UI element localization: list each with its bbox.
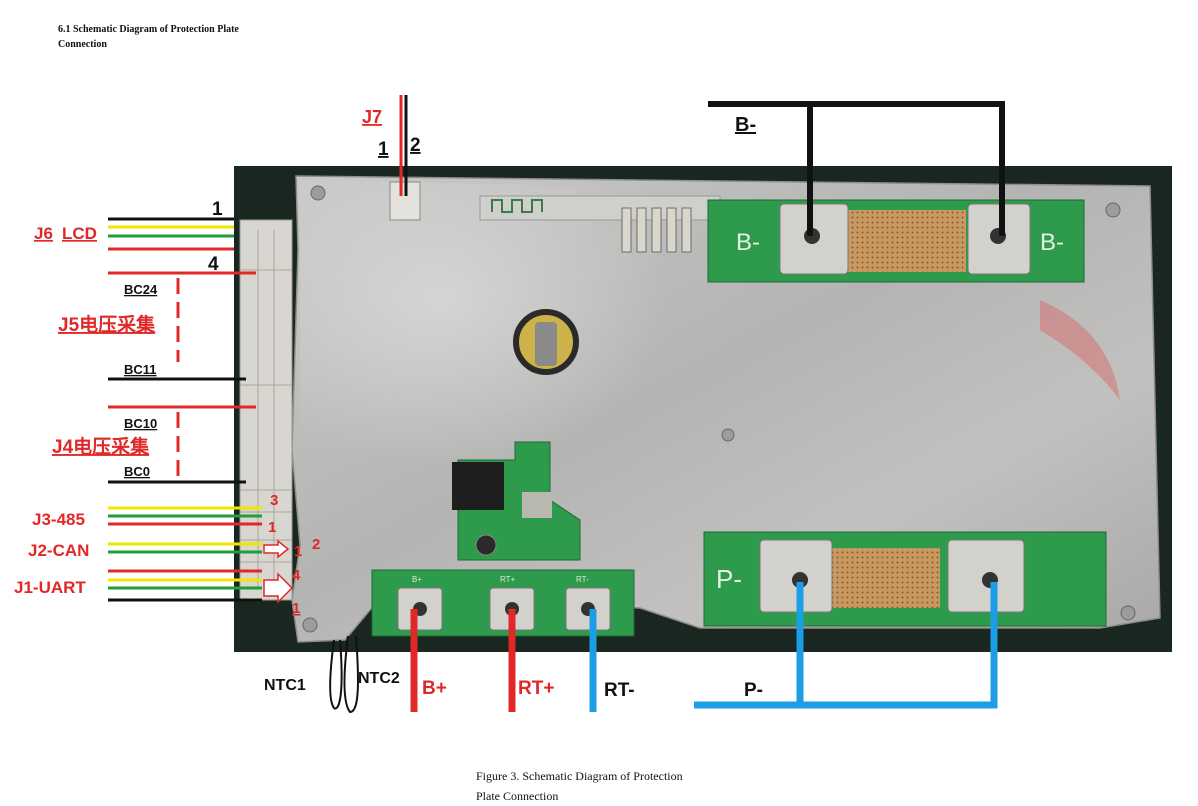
antenna-trace [491,199,543,213]
j2-arrow [263,539,290,559]
label-j6: J6 [34,224,53,243]
silk-b-minus-left: B- [736,229,760,256]
label-j7-pin1: 1 [378,139,389,160]
label-ntc2: NTC2 [358,670,400,687]
label-j1: J1-UART [14,578,86,597]
figure-caption: Figure 3. Schematic Diagram of Protectio… [476,766,683,806]
label-j3-pin3: 3 [270,492,278,509]
label-j4: J4电压采集 [52,435,150,458]
side-connector-housing [239,219,293,601]
label-j2-pin1: 1 [294,543,302,560]
label-p-minus: P- [744,680,763,701]
label-j1-pin1: 1 [292,600,300,617]
silk-rt-plus: RT+ [500,575,516,584]
p-minus-pad-array [832,548,940,608]
label-j6-pin1: 1 [212,199,223,220]
label-j6-lcd: LCD [62,224,97,243]
connector-ribs [240,230,292,590]
silk-p-minus: P- [716,564,742,594]
label-bc24: BC24 [124,282,158,297]
silk-rt-minus: RT- [576,575,589,584]
resistor-bank [621,207,692,253]
silk-b-plus: B+ [412,575,422,584]
label-j2-pin2: 2 [312,536,320,553]
screw-center [721,428,735,442]
label-bc10: BC10 [124,416,157,431]
control-chip [452,462,504,510]
label-j7-pin2: 2 [410,135,421,156]
screw-bottom-right [1120,605,1136,621]
label-j3-pin1: 1 [268,519,276,536]
ntc1-loop [329,639,343,710]
label-b-plus: B+ [422,678,447,699]
label-j3: J3-485 [32,510,85,529]
silk-b-minus-right: B- [1040,229,1064,256]
control-capacitor [475,534,497,556]
b-minus-pad-array [848,210,966,272]
j1-arrow [263,572,294,604]
label-j1-pin4: 4 [292,567,301,584]
section-heading-line2: Connection [58,39,107,50]
label-j6-pin4: 4 [208,254,219,275]
ntc2-loop [343,635,359,714]
figure-caption-line1: Figure 3. Schematic Diagram of Protectio… [476,769,683,783]
section-heading-line1: 6.1 Schematic Diagram of Protection Plat… [58,24,239,35]
label-rt-plus: RT+ [518,678,554,699]
label-rt-minus: RT- [604,680,635,701]
label-b-minus: B- [735,114,756,136]
section-heading: 6.1 Schematic Diagram of Protection Plat… [58,22,298,52]
b-minus-wire [708,101,1005,236]
label-bc11: BC11 [124,362,157,377]
screw-bottom-left [302,617,318,633]
figure-caption-line2: Plate Connection [476,789,559,803]
plate-reflection [1040,300,1120,400]
label-ntc1: NTC1 [264,677,306,694]
screw-top-right [1105,202,1121,218]
screw-top-left [310,185,326,201]
label-j5: J5电压采集 [58,313,156,336]
p-minus-wire [694,582,998,709]
label-bc0: BC0 [124,464,150,479]
label-j7: J7 [362,107,382,127]
label-j2: J2-CAN [28,541,89,560]
control-module [522,492,552,518]
coin-cell-tab [535,322,557,366]
